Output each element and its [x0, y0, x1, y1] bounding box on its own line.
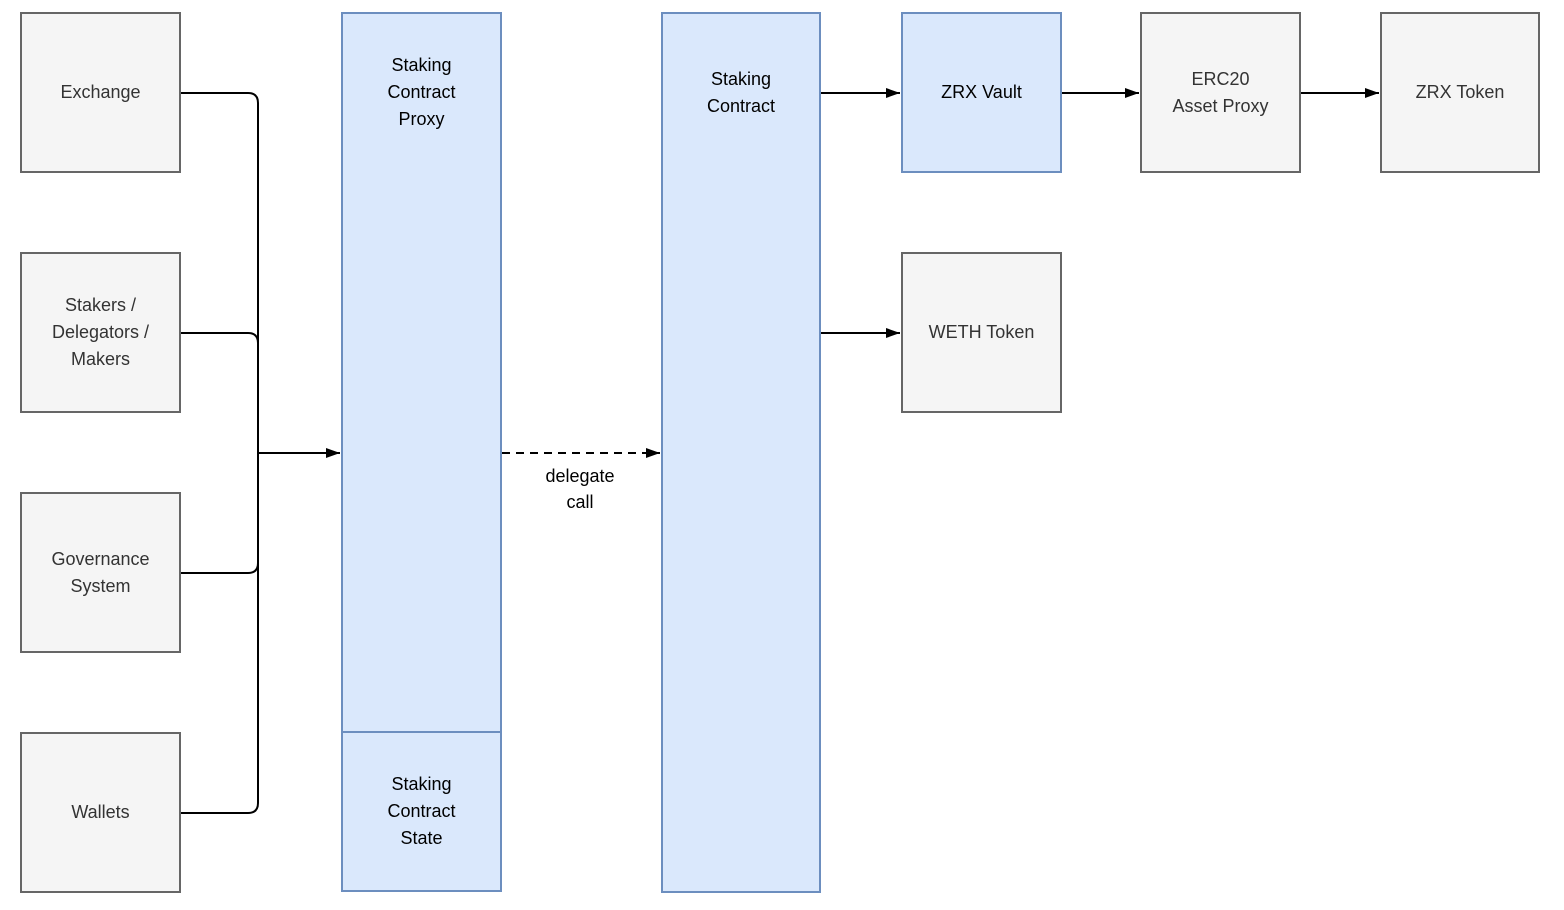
node-stakers-delegators-makers: Stakers / Delegators / Makers — [20, 252, 181, 413]
edge-stakers-to-junction — [181, 332, 259, 453]
node-erc20-asset-proxy: ERC20 Asset Proxy — [1140, 12, 1301, 173]
node-exchange: Exchange — [20, 12, 181, 173]
node-staking-contract-proxy: Staking Contract Proxy — [341, 12, 502, 733]
node-staking-contract-state: Staking Contract State — [341, 731, 502, 892]
node-zrx-vault: ZRX Vault — [901, 12, 1062, 173]
edge-governance-to-junction — [181, 453, 259, 574]
node-governance-system: Governance System — [20, 492, 181, 653]
node-weth-token: WETH Token — [901, 252, 1062, 413]
staking-contract-label: Staking Contract — [706, 68, 776, 116]
node-wallets: Wallets — [20, 732, 181, 893]
node-zrx-token: ZRX Token — [1380, 12, 1540, 173]
staking-contract-proxy-label: Staking Contract Proxy — [387, 55, 456, 129]
node-staking-contract: Staking Contract — [661, 12, 821, 893]
edge-wallets-to-junction — [181, 453, 259, 814]
delegate-call-edge-label: delegate call — [545, 466, 615, 512]
edge-exchange-to-junction — [181, 92, 259, 453]
